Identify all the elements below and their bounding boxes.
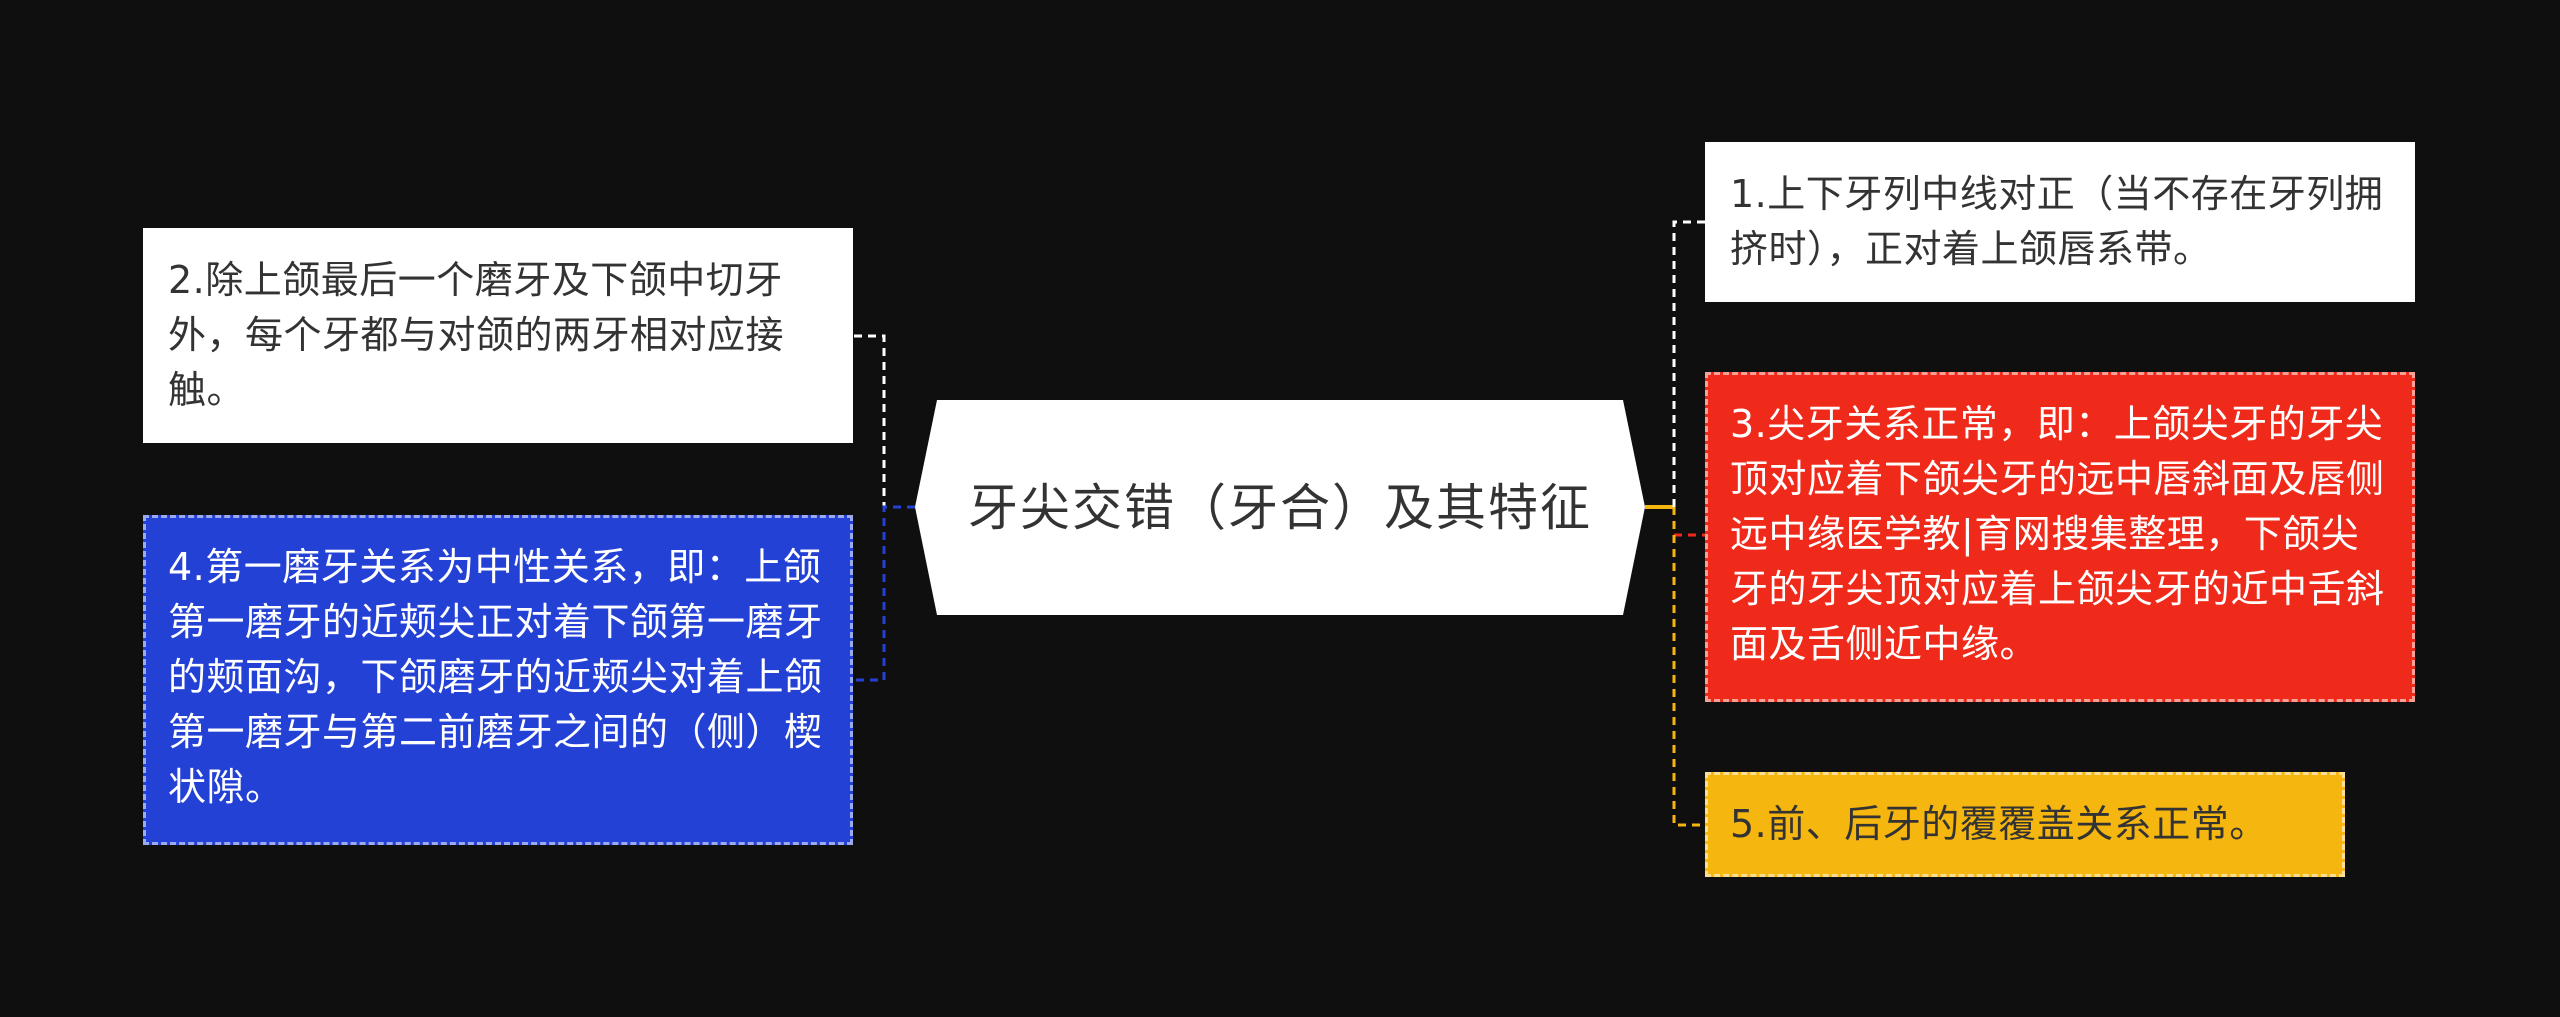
topic-node-1[interactable]: 1.上下牙列中线对正（当不存在牙列拥挤时），正对着上颌唇系带。 xyxy=(1705,142,2415,302)
topic-node-5-text: 5.前、后牙的覆覆盖关系正常。 xyxy=(1730,802,2268,846)
connector-right-5 xyxy=(1672,507,1705,827)
topic-node-3-text: 3.尖牙关系正常，即：上颌尖牙的牙尖顶对应着下颌尖牙的远中唇斜面及唇侧远中缘医学… xyxy=(1730,402,2385,666)
topic-node-5[interactable]: 5.前、后牙的覆覆盖关系正常。 xyxy=(1705,772,2345,877)
connector-right-1 xyxy=(1672,220,1705,507)
topic-node-4-text: 4.第一磨牙关系为中性关系，即：上颌第一磨牙的近颊尖正对着下颌第一磨牙的颊面沟，… xyxy=(168,545,823,809)
topic-node-2-text: 2.除上颌最后一个磨牙及下颌中切牙外，每个牙都与对颌的两牙相对应接触。 xyxy=(168,258,785,412)
central-topic[interactable]: 牙尖交错（牙合）及其特征 xyxy=(915,400,1645,615)
central-topic-title: 牙尖交错（牙合）及其特征 xyxy=(968,478,1592,537)
topic-node-4[interactable]: 4.第一磨牙关系为中性关系，即：上颌第一磨牙的近颊尖正对着下颌第一磨牙的颊面沟，… xyxy=(143,515,853,845)
topic-node-3[interactable]: 3.尖牙关系正常，即：上颌尖牙的牙尖顶对应着下颌尖牙的远中唇斜面及唇侧远中缘医学… xyxy=(1705,372,2415,702)
topic-node-1-text: 1.上下牙列中线对正（当不存在牙列拥挤时），正对着上颌唇系带。 xyxy=(1730,172,2384,271)
central-topic-shape xyxy=(915,400,1645,615)
connector-left-4 xyxy=(853,505,915,682)
connector-left-2 xyxy=(853,334,915,509)
topic-node-2[interactable]: 2.除上颌最后一个磨牙及下颌中切牙外，每个牙都与对颌的两牙相对应接触。 xyxy=(143,228,853,443)
